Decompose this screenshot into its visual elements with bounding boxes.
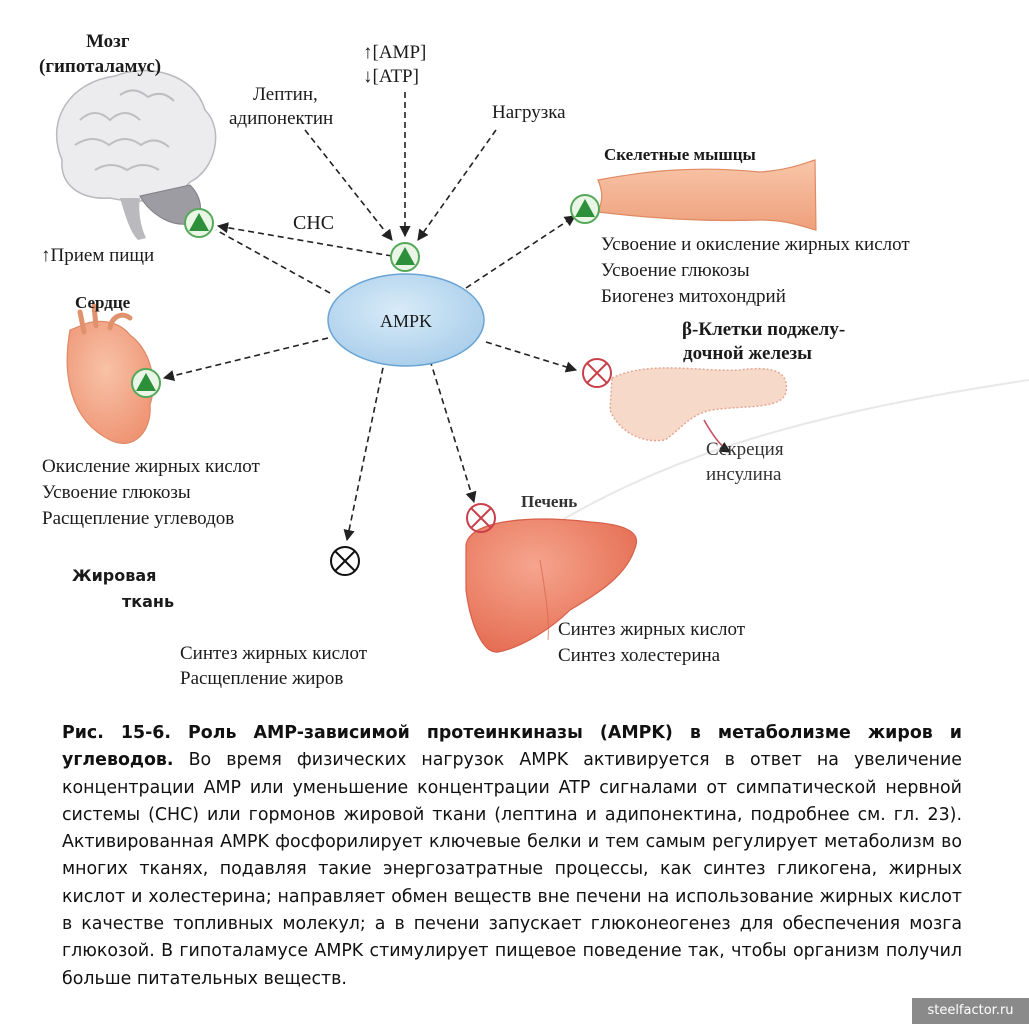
brain-title: Мозг — [86, 31, 130, 52]
pancreas-effect-2: инсулина — [706, 464, 782, 485]
liver-effect-2: Синтез холестерина — [558, 645, 721, 666]
liver-illustration — [465, 518, 638, 653]
inhibition-mark-liver — [466, 503, 496, 533]
brain-effect: ↑Прием пищи — [41, 245, 155, 266]
heart-effect-3: Расщепление углеводов — [42, 508, 235, 529]
pancreas-effect-1: Секреция — [706, 439, 784, 460]
inhibition-mark-pancreas — [582, 358, 612, 388]
signal-leptin-2: адипонектин — [229, 108, 334, 129]
activation-mark-center — [390, 242, 420, 272]
caption-body: Во время физических нагрузок AMPK активи… — [62, 750, 962, 989]
arrow-to-liver — [429, 359, 477, 504]
adipose-title-sub: ткань — [122, 592, 175, 611]
signal-sns: СНС — [293, 212, 335, 234]
muscle-effect-2: Усвоение глюкозы — [601, 260, 750, 281]
heart-illustration — [66, 303, 154, 444]
muscle-title: Скелетные мышцы — [604, 145, 756, 164]
brain-illustration — [56, 69, 217, 240]
muscle-illustration — [597, 159, 817, 231]
ampk-node — [327, 273, 485, 367]
heart-effect-2: Усвоение глюкозы — [42, 482, 191, 503]
signal-leptin-1: Лептин, — [253, 84, 318, 105]
activation-mark-brain — [184, 208, 214, 238]
signal-atp: ↓[ATP] — [363, 66, 419, 87]
muscle-effect-3: Биогенез митохондрий — [601, 286, 786, 307]
activation-mark-muscle — [570, 194, 600, 224]
heart-effect-1: Окисление жирных кислот — [42, 456, 260, 477]
pancreas-title-sub: дочной железы — [683, 343, 813, 364]
adipose-effect-2: Расщепление жиров — [180, 668, 344, 689]
arrow-sns-left — [215, 229, 331, 294]
liver-effect-1: Синтез жирных кислот — [558, 619, 746, 640]
ampk-label: AMPK — [380, 311, 432, 331]
arrow-exercise — [417, 129, 497, 241]
liver-title: Печень — [521, 492, 578, 511]
arrow-to-adipose — [343, 357, 386, 542]
pancreas-illustration — [609, 367, 788, 442]
heart-title: Сердце — [75, 293, 131, 312]
adipose-title: Жировая — [72, 566, 157, 585]
signal-amp: ↑[AMP] — [363, 42, 427, 63]
figure-caption: Рис. 15-6. Роль AMP-зависимой протеинкин… — [62, 720, 962, 993]
signal-exercise: Нагрузка — [492, 102, 566, 123]
muscle-effect-1: Усвоение и окисление жирных кислот — [601, 234, 910, 255]
arrow-to-pancreas — [485, 341, 578, 373]
watermark: steelfactor.ru — [912, 998, 1029, 1024]
arrow-leptin — [304, 129, 393, 241]
arrow-to-muscle — [465, 215, 576, 289]
pancreas-title: β-Клетки поджелу- — [682, 319, 846, 340]
caption-title: Рис. 15-6. Роль AMP-зависимой протеинкин… — [62, 723, 962, 771]
brain-title-sub: (гипоталамус) — [39, 56, 162, 77]
ampk-diagram: AMPK — [56, 69, 1029, 653]
arrow-to-heart — [162, 337, 329, 382]
adipose-effect-1: Синтез жирных кислот — [180, 643, 368, 664]
inhibition-mark-adipose — [330, 546, 360, 576]
activation-mark-heart — [131, 368, 161, 398]
